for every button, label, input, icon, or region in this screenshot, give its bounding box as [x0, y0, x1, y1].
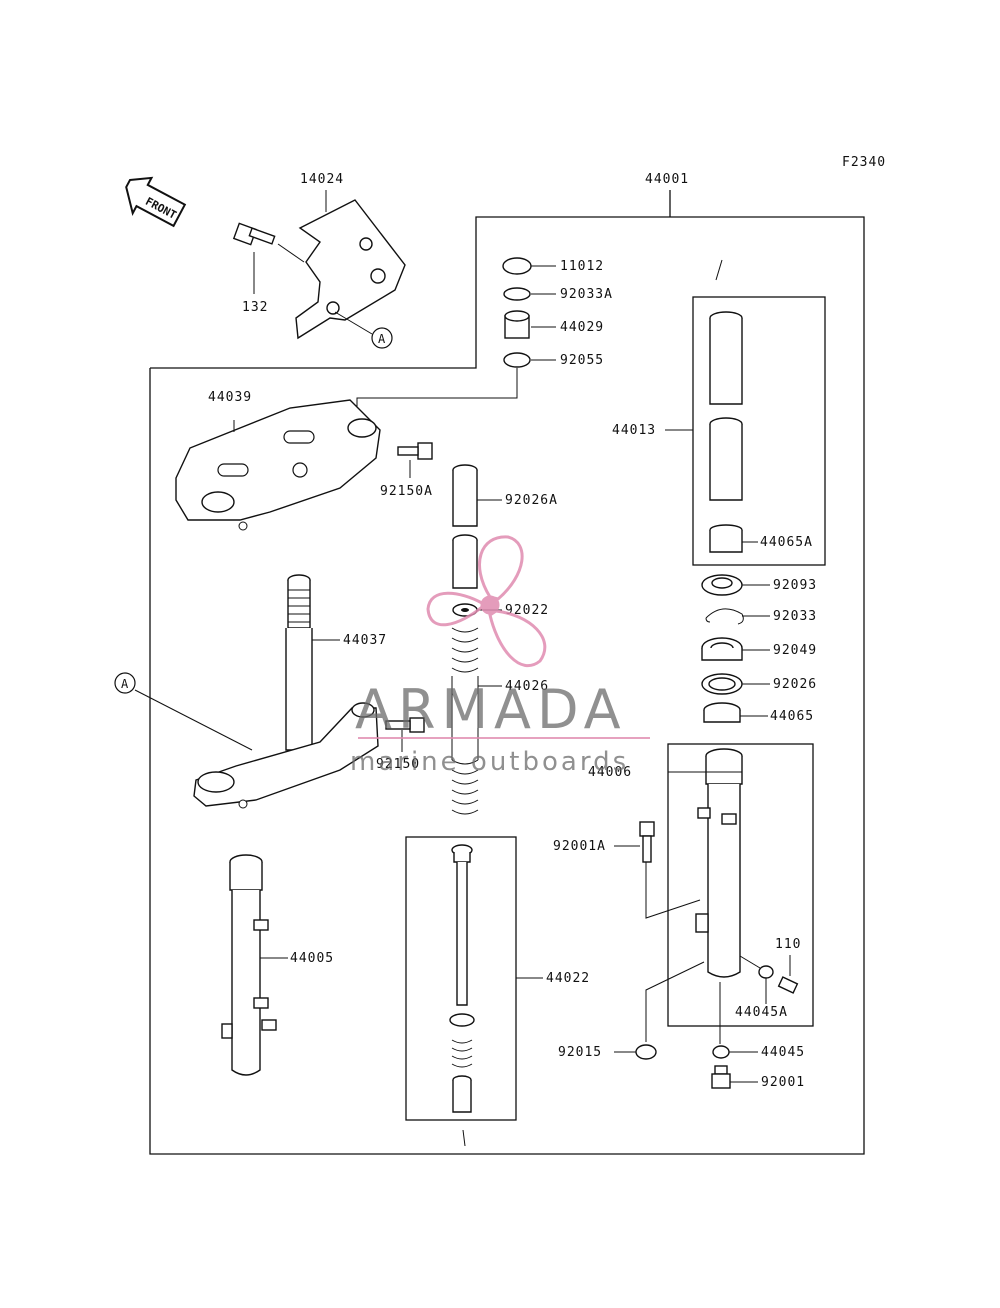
plug-44029: [504, 310, 556, 339]
washer-92015: [614, 1044, 657, 1060]
seal-92093: [701, 574, 770, 596]
part-label-44039: 44039: [208, 390, 252, 405]
part-label-44065a: 44065A: [760, 535, 813, 550]
part-label-92033: 92033: [773, 609, 817, 624]
clip-92033: [705, 608, 770, 625]
cap-11012: [502, 257, 556, 275]
part-label-44005: 44005: [290, 951, 334, 966]
bolt-132: [232, 222, 305, 294]
screw-110: [739, 955, 799, 994]
bracket-14024: [295, 190, 406, 340]
part-label-92015: 92015: [558, 1045, 602, 1060]
upper-bracket-44039: [175, 399, 381, 531]
washer-44045: [712, 1045, 758, 1059]
washer-92026: [701, 673, 770, 695]
propeller-logo-icon: [426, 535, 547, 668]
assembly-frame: [149, 190, 865, 1155]
part-label-92049: 92049: [773, 643, 817, 658]
oring-92055: [356, 352, 556, 418]
part-label-92150a: 92150A: [380, 484, 433, 499]
part-label-132: 132: [242, 300, 268, 315]
spring-44026: [451, 627, 502, 815]
spacer-92026a: [452, 464, 502, 589]
outer-tube-44005: [221, 854, 288, 1076]
ref-marker-a-left: A: [114, 672, 253, 751]
damper-44022: [405, 836, 543, 1147]
washer-44045a: [758, 965, 774, 1004]
part-label-44022: 44022: [546, 971, 590, 986]
part-label-92026a: 92026A: [505, 493, 558, 508]
part-label-92033a: 92033A: [560, 287, 613, 302]
part-label-44013: 44013: [612, 423, 656, 438]
stem-44037: [193, 574, 379, 809]
part-label-44001: 44001: [645, 172, 689, 187]
oring-92033a: [503, 287, 556, 301]
front-arrow-icon: FRONT: [125, 176, 187, 228]
bolt-92001a: [614, 821, 655, 863]
watermark-brand: ARMADA: [355, 678, 627, 741]
part-label-44065: 44065: [770, 709, 814, 724]
outer-tube-44006: [645, 743, 814, 1044]
figure-id: F2340: [842, 155, 886, 170]
part-label-44029: 44029: [560, 320, 604, 335]
part-label-92001a: 92001A: [553, 839, 606, 854]
part-label-92093: 92093: [773, 578, 817, 593]
part-label-44006: 44006: [588, 765, 632, 780]
watermark-tagline: marine outboards: [350, 747, 629, 777]
part-label-44045: 44045: [761, 1045, 805, 1060]
bush-44065: [703, 702, 768, 723]
part-label-44045a: 44045A: [735, 1005, 788, 1020]
part-label-11012: 11012: [560, 259, 604, 274]
part-label-92001: 92001: [761, 1075, 805, 1090]
ref-marker-a-top: A: [334, 311, 393, 349]
inner-tube-44013: [665, 259, 826, 566]
part-label-92150: 92150: [376, 757, 420, 772]
watermark: ARMADA marine outboards: [350, 535, 650, 777]
svg-text:A: A: [121, 677, 129, 691]
part-label-110: 110: [775, 937, 801, 952]
svg-text:A: A: [378, 332, 386, 346]
part-label-92055: 92055: [560, 353, 604, 368]
seal-92049: [701, 637, 770, 661]
part-label-14024: 14024: [300, 172, 344, 187]
part-label-92026: 92026: [773, 677, 817, 692]
part-label-44026: 44026: [505, 679, 549, 694]
part-label-44037: 44037: [343, 633, 387, 648]
bolt-92150: [385, 717, 425, 752]
bolt-92001: [711, 1065, 758, 1089]
bolt-92150a: [397, 442, 433, 478]
